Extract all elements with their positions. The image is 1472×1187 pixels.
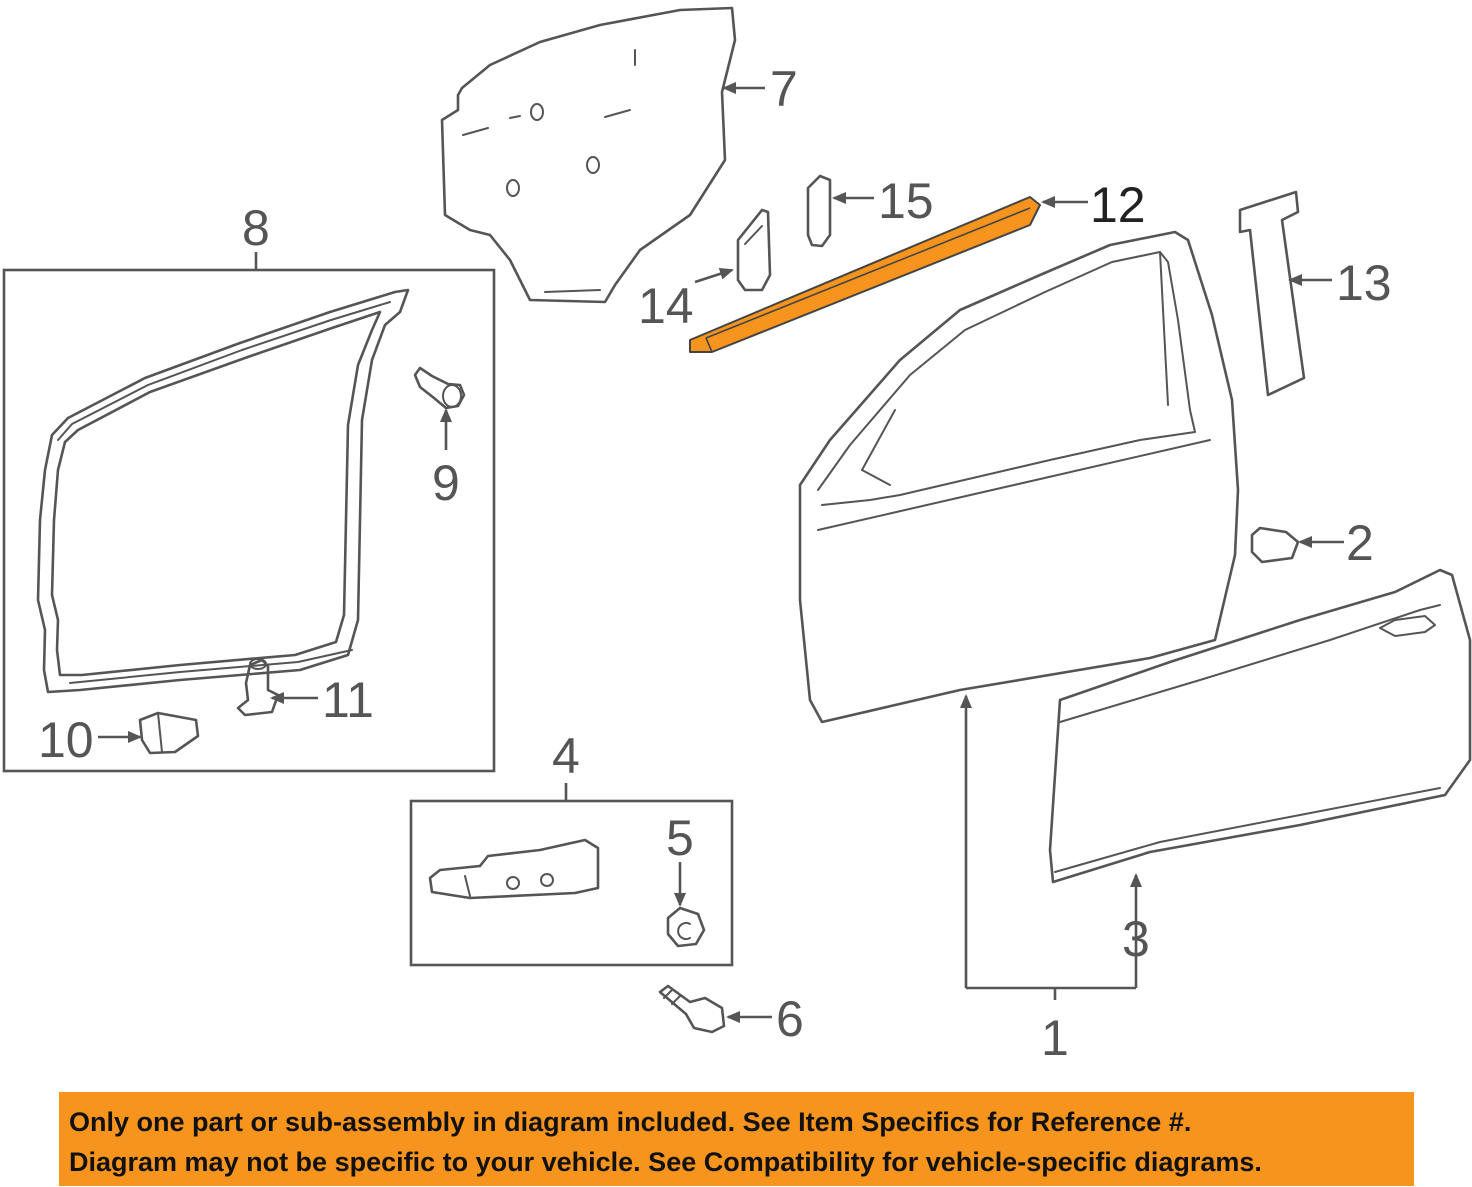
callout-5: 5 <box>666 810 694 866</box>
callout-13: 13 <box>1336 255 1392 311</box>
part-7-inner-panel <box>440 6 737 304</box>
callout-10: 10 <box>38 712 94 768</box>
callout-15: 15 <box>878 173 934 229</box>
part-9-clip <box>413 366 466 410</box>
callout-1: 1 <box>1041 1010 1069 1066</box>
callout-14: 14 <box>638 278 694 334</box>
callout-11: 11 <box>322 672 374 728</box>
part-1-door-shell <box>798 230 1240 724</box>
part-2-plug <box>1250 526 1300 564</box>
part-10-clip <box>138 711 200 755</box>
part-13-pillar-garnish <box>1238 190 1306 397</box>
part-8-group-box <box>2 268 496 773</box>
callout-7: 7 <box>770 61 798 117</box>
part-12-belt-moulding-highlighted <box>689 196 1041 353</box>
part-4-group-box <box>409 799 734 967</box>
callout-4: 4 <box>552 728 580 784</box>
part-11-clip <box>236 658 280 717</box>
part-5-nut <box>666 906 706 948</box>
callout-3: 3 <box>1122 911 1150 967</box>
part-4-hinge <box>428 838 600 900</box>
callout-14-leader <box>694 267 734 284</box>
disclaimer-line-1: Only one part or sub-assembly in diagram… <box>69 1107 1192 1137</box>
part-6-bolt <box>658 984 726 1034</box>
callout-8: 8 <box>242 200 270 256</box>
callout-6: 6 <box>776 991 804 1047</box>
callout-2: 2 <box>1346 515 1374 571</box>
callout-1-3-bracket <box>960 694 1142 1000</box>
callout-9: 9 <box>432 455 460 511</box>
part-15-garnish <box>806 174 832 248</box>
disclaimer-line-2: Diagram may not be specific to your vehi… <box>69 1147 1262 1177</box>
part-14-garnish <box>736 208 772 292</box>
part-8-weatherstrip <box>36 288 410 694</box>
part-3-outer-panel <box>1048 568 1472 884</box>
disclaimer-banner: Only one part or sub-assembly in diagram… <box>59 1092 1414 1186</box>
callout-12: 12 <box>1090 177 1146 233</box>
